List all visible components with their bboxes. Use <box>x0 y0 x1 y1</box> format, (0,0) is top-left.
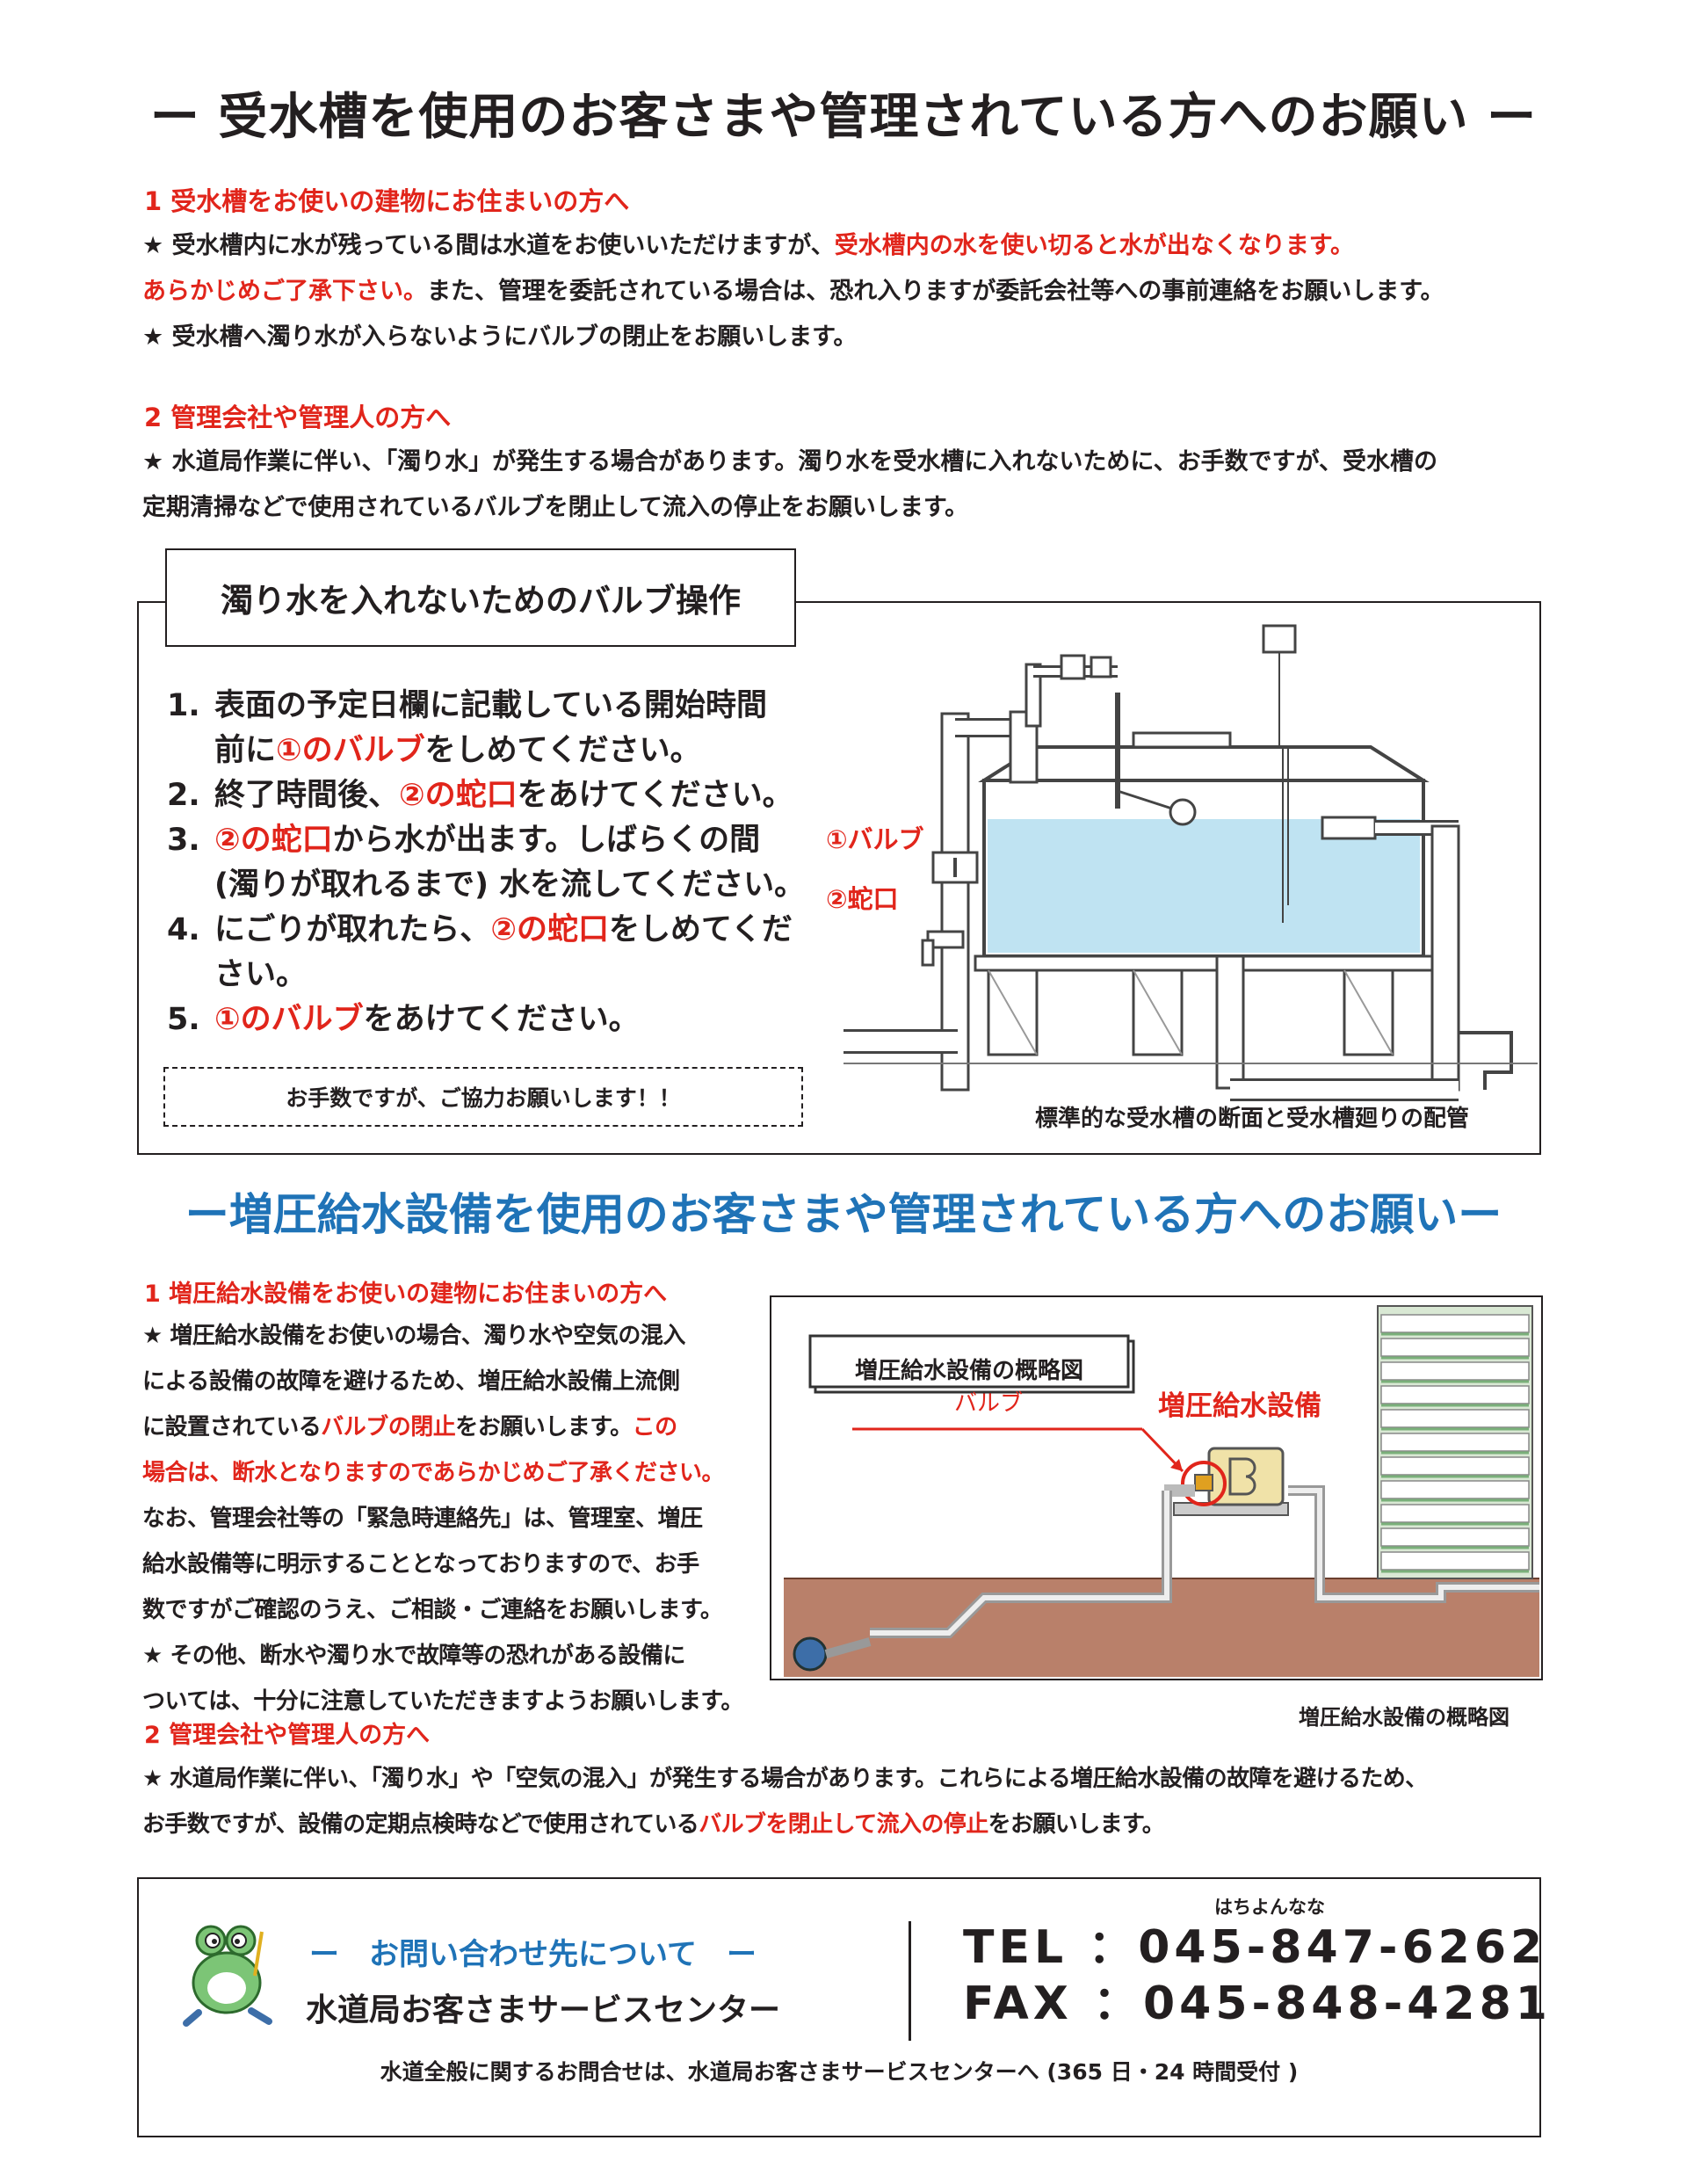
step-5: 5.①のバルブをあけてください。 <box>167 1002 640 1037</box>
booster-heading-residents: 1 増圧給水設備をお使いの建物にお住まいの方へ <box>144 1281 668 1308</box>
building-floor <box>1380 1409 1530 1428</box>
contact-box <box>137 1877 1541 2137</box>
control-box <box>1262 624 1297 654</box>
tel-ruby: はちよんなな <box>1214 1897 1325 1918</box>
step-1: 1.表面の予定日欄に記載している開始時間 <box>167 688 767 723</box>
thanks-note: お手数ですが、ご協力お願いします！！ <box>163 1067 803 1127</box>
label-valve: バルブ <box>954 1390 1024 1417</box>
water-meter-icon <box>793 1636 828 1672</box>
section-text-managers: ★ 水道局作業に伴い、「濁り水」が発生する場合があります。濁り水を受水槽に入れな… <box>142 448 1438 521</box>
building-floor <box>1380 1527 1530 1547</box>
service-center-name: 水道局お客さまサービスセンター <box>306 1992 781 2028</box>
building-floor <box>1380 1314 1530 1333</box>
step-2: 2.終了時間後、②の蛇口をあけてください。 <box>167 778 793 813</box>
building-floor <box>1380 1338 1530 1357</box>
building-floor <box>1380 1551 1530 1571</box>
booster-heading-managers: 2 管理会社や管理人の方へ <box>144 1722 431 1749</box>
manhole <box>1132 731 1232 749</box>
booster-diagram-box <box>770 1295 1543 1680</box>
valve-highlight-circle <box>1181 1461 1227 1506</box>
label-valve-1: ①バルブ <box>826 824 924 854</box>
building-floor <box>1380 1480 1530 1499</box>
label-tap-2: ②蛇口 <box>826 884 899 914</box>
booster-text-managers: ★ 水道局作業に伴い、「濁り水」や「空気の混入」が発生する場合があります。これら… <box>142 1766 1428 1838</box>
page-title: ー 受水槽を使用のお客さまや管理されている方へのお願い ー <box>149 89 1538 146</box>
contact-heading: ー お問い合わせ先について ー <box>309 1937 757 1972</box>
tank-roof <box>978 745 1430 782</box>
contact-divider <box>909 1921 911 2041</box>
building-floor <box>1380 1456 1530 1476</box>
building-floor <box>1380 1361 1530 1381</box>
tank-diagram-caption: 標準的な受水槽の断面と受水槽廻りの配管 <box>1035 1106 1470 1132</box>
section-text-residents: ★ 受水槽内に水が残っている間は水道をお使いいただけますが、受水槽内の水を使い切… <box>142 232 1444 351</box>
section-heading-residents: 1 受水槽をお使いの建物にお住まいの方へ <box>144 186 630 216</box>
valve-operation-title: 濁り水を入れないためのバルブ操作 <box>165 548 796 647</box>
building-floor <box>1380 1385 1530 1404</box>
valve-icon <box>1194 1474 1213 1491</box>
inlet-pipe <box>940 712 970 1092</box>
receiving-tank-diagram <box>844 624 1538 1101</box>
booster-diagram-caption: 増圧給水設備の概略図 <box>1299 1705 1510 1730</box>
contact-note: 水道全般に関するお問合せは、水道局お客さまサービスセンターへ (365 日・24… <box>380 2059 1299 2085</box>
fax-number: FAX ：045-848-4281 <box>963 1977 1552 2030</box>
tank-water <box>988 819 1420 953</box>
building-floor <box>1380 1433 1530 1452</box>
tel-number: TEL ：045-847-6262 <box>963 1921 1547 1974</box>
booster-diagram-title: 増圧給水設備の概略図 <box>854 1357 1083 1384</box>
valve-steps-list: 1.表面の予定日欄に記載している開始時間 前に①のバルブをしめてください。 2.… <box>167 684 817 1042</box>
booster-section-title: ー増圧給水設備を使用のお客さまや管理されている方へのお願いー <box>185 1189 1502 1240</box>
label-booster-equipment: 増圧給水設備 <box>1158 1390 1321 1422</box>
step-4: 4.にごりが取れたら、②の蛇口をしめてくだ <box>167 912 793 947</box>
booster-text-residents: ★ 増圧給水設備をお使いの場合、濁り水や空気の混入 による設備の故障を避けるため… <box>142 1323 743 1715</box>
building-floor <box>1380 1504 1530 1523</box>
step-3: 3.②の蛇口から水が出ます。しばらくの間 <box>167 823 761 858</box>
section-heading-managers: 2 管理会社や管理人の方へ <box>144 403 452 432</box>
booster-diagram <box>784 1305 1539 1677</box>
valve-operation-box <box>137 601 1541 1155</box>
frog-mascot-icon <box>183 1925 272 2027</box>
